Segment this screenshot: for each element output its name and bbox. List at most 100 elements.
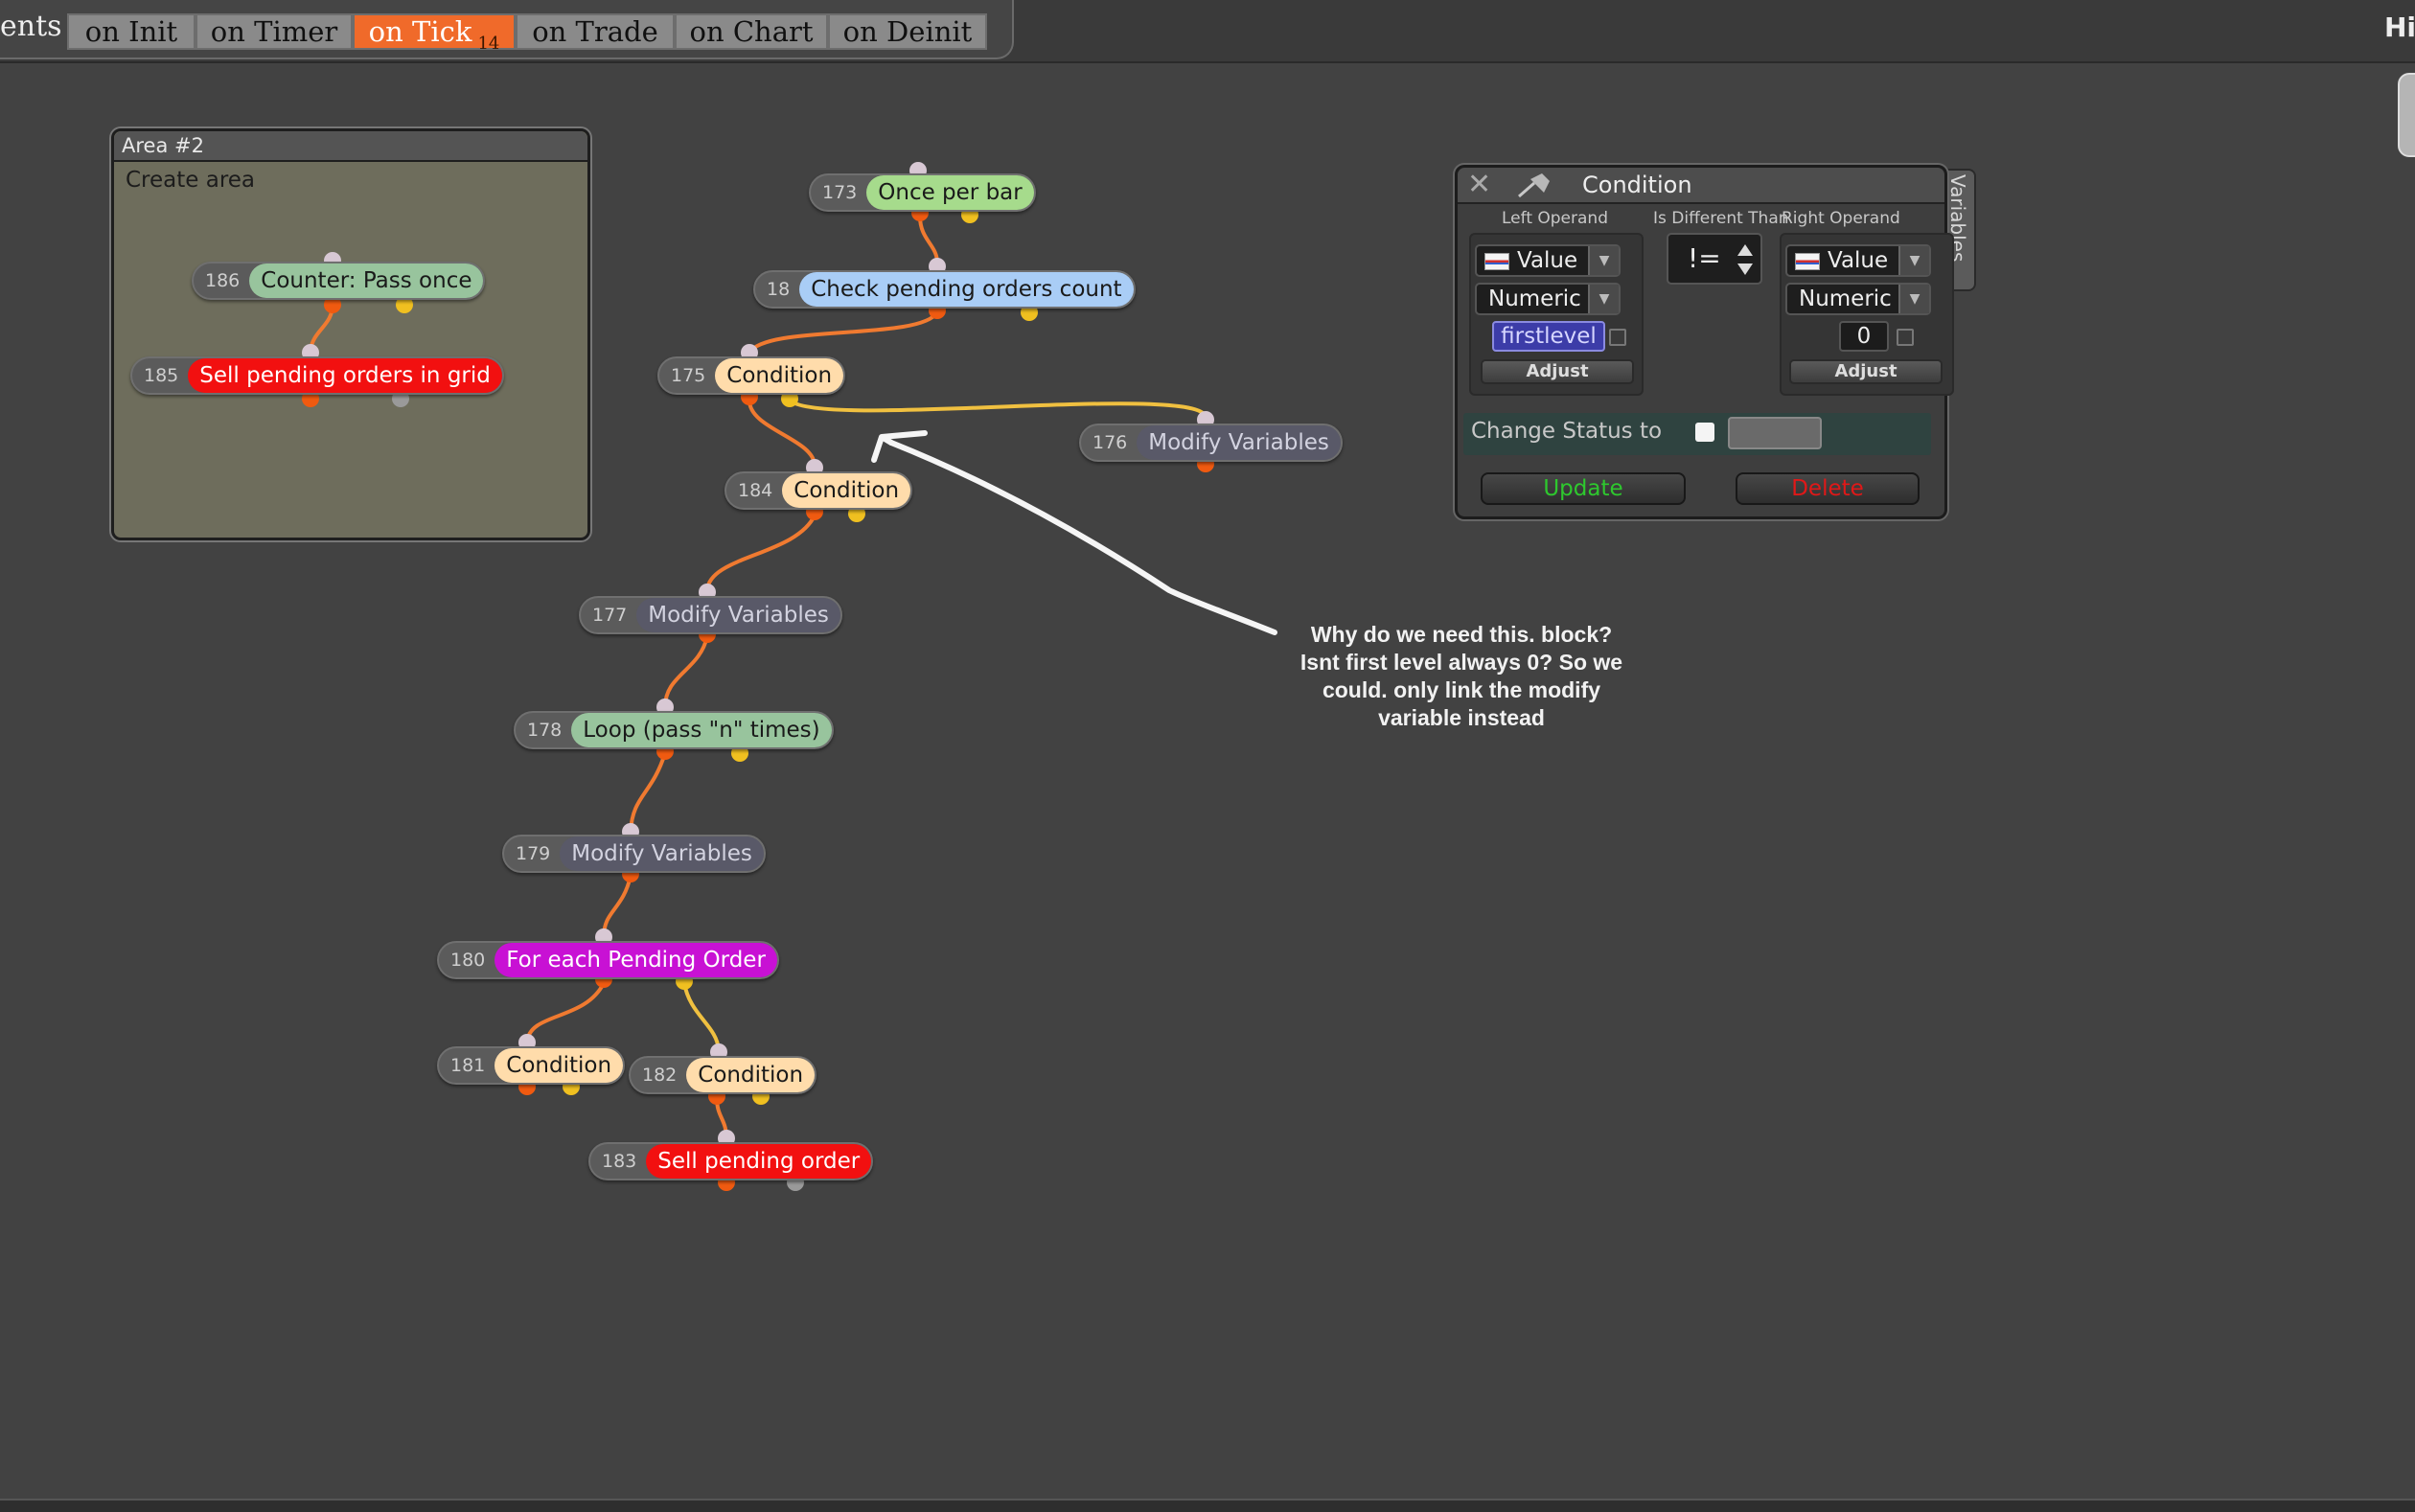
delete-button[interactable]: Delete xyxy=(1736,472,1920,505)
right-operand-group: Value ▼ Numeric ▼ 0 Adjust xyxy=(1780,233,1954,396)
right-value-field[interactable]: 0 xyxy=(1839,321,1889,352)
tab-label: on Init xyxy=(84,15,178,48)
chevron-down-icon: ▼ xyxy=(1588,246,1619,275)
right-type-value: Value xyxy=(1828,248,1889,273)
node-label: Modify Variables xyxy=(560,836,764,871)
node-condition-182[interactable]: 182 Condition xyxy=(629,1056,817,1094)
value-type-icon xyxy=(1795,253,1820,270)
node-label: Counter: Pass once xyxy=(249,263,484,298)
node-sell-pending-orders-in-grid[interactable]: 185 Sell pending orders in grid xyxy=(130,356,504,395)
left-operand-header: Left Operand xyxy=(1502,209,1608,228)
node-condition-184[interactable]: 184 Condition xyxy=(724,471,913,510)
stepper-arrows-icon[interactable] xyxy=(1736,242,1755,277)
node-id: 180 xyxy=(450,950,486,971)
node-id: 186 xyxy=(205,270,241,291)
node-label: Sell pending order xyxy=(646,1144,872,1179)
tab-on-trade[interactable]: on Trade xyxy=(516,13,675,50)
node-id: 176 xyxy=(1092,432,1128,453)
area-subtitle: Create area xyxy=(126,168,256,193)
right-subtype-select[interactable]: Numeric ▼ xyxy=(1785,283,1931,315)
left-value-field[interactable]: firstlevel xyxy=(1492,321,1605,352)
node-id: 173 xyxy=(822,182,858,203)
node-id: 177 xyxy=(592,605,628,626)
node-id: 178 xyxy=(527,720,563,741)
node-label: Condition xyxy=(782,473,911,508)
port-alt-186[interactable] xyxy=(396,296,413,313)
chevron-down-icon: ▼ xyxy=(1588,285,1619,313)
value-type-icon xyxy=(1484,253,1509,270)
chevron-down-icon: ▼ xyxy=(1898,285,1929,313)
tab-label: on Tick xyxy=(368,15,472,48)
tab-on-deinit[interactable]: on Deinit xyxy=(828,13,987,50)
close-icon[interactable]: ✕ xyxy=(1467,168,1492,201)
tab-on-timer[interactable]: on Timer xyxy=(196,13,353,50)
tab-label: on Deinit xyxy=(842,15,973,48)
left-subtype-value: Numeric xyxy=(1488,286,1581,311)
operator-header: Is Different Than xyxy=(1653,209,1789,228)
tab-tick-count-badge: 14 xyxy=(477,34,500,54)
node-for-each-pending-order[interactable]: 180 For each Pending Order xyxy=(437,941,779,979)
right-partial-label[interactable]: Hi xyxy=(2384,11,2415,43)
left-subtype-select[interactable]: Numeric ▼ xyxy=(1475,283,1621,315)
node-counter-pass-once[interactable]: 186 Counter: Pass once xyxy=(192,262,486,300)
wire-18-175 xyxy=(748,310,939,355)
change-status-label: Change Status to xyxy=(1471,419,1663,444)
operator-select[interactable]: != xyxy=(1667,233,1762,285)
node-sell-pending-order[interactable]: 183 Sell pending order xyxy=(588,1142,874,1180)
right-value-checkbox[interactable] xyxy=(1897,329,1914,346)
wire-179-180 xyxy=(602,874,632,939)
wire-180-182 xyxy=(682,981,721,1052)
node-label: Check pending orders count xyxy=(799,272,1134,307)
left-adjust-button[interactable]: Adjust xyxy=(1481,359,1634,384)
wire-173-18 xyxy=(918,215,939,264)
wire-177-178 xyxy=(663,634,709,709)
node-modify-variables-179[interactable]: 179 Modify Variables xyxy=(502,835,766,873)
node-label: For each Pending Order xyxy=(494,943,777,977)
left-type-select[interactable]: Value ▼ xyxy=(1475,244,1621,277)
node-label: Once per bar xyxy=(866,175,1034,210)
node-loop-pass-n-times[interactable]: 178 Loop (pass "n" times) xyxy=(514,711,834,749)
change-status-checkbox[interactable] xyxy=(1695,423,1714,442)
area-title[interactable]: Area #2 xyxy=(114,131,587,162)
node-label: Loop (pass "n" times) xyxy=(571,713,832,747)
update-button[interactable]: Update xyxy=(1481,472,1686,505)
port-out-186[interactable] xyxy=(324,296,341,313)
node-label: Modify Variables xyxy=(1137,425,1341,460)
panel-titlebar[interactable]: ✕ Condition xyxy=(1458,168,1944,204)
tab-on-chart[interactable]: on Chart xyxy=(675,13,828,50)
node-id: 18 xyxy=(767,279,791,300)
right-drawer-handle[interactable] xyxy=(2398,73,2415,157)
panel-title: Condition xyxy=(1582,172,1692,198)
node-id: 184 xyxy=(738,480,773,501)
node-once-per-bar[interactable]: 173 Once per bar xyxy=(809,173,1036,212)
change-status-row: Change Status to xyxy=(1463,413,1931,455)
tab-label: on Chart xyxy=(689,15,814,48)
node-label: Condition xyxy=(686,1058,816,1092)
node-condition-181[interactable]: 181 Condition xyxy=(437,1046,626,1085)
node-condition-175[interactable]: 175 Condition xyxy=(657,356,846,395)
right-subtype-value: Numeric xyxy=(1799,286,1892,311)
left-operand-group: Value ▼ Numeric ▼ firstlevel Adjust xyxy=(1469,233,1644,396)
node-modify-variables-177[interactable]: 177 Modify Variables xyxy=(579,596,842,634)
node-check-pending-orders-count[interactable]: 18 Check pending orders count xyxy=(753,270,1136,309)
node-label: Sell pending orders in grid xyxy=(188,358,502,393)
right-type-select[interactable]: Value ▼ xyxy=(1785,244,1931,277)
tab-on-init[interactable]: on Init xyxy=(67,13,196,50)
node-id: 183 xyxy=(602,1151,637,1172)
wire-175-184 xyxy=(748,399,816,468)
node-id: 185 xyxy=(144,365,179,386)
right-adjust-button[interactable]: Adjust xyxy=(1789,359,1943,384)
node-id: 179 xyxy=(516,843,551,864)
status-value-box[interactable] xyxy=(1728,417,1822,449)
chevron-down-icon: ▼ xyxy=(1898,246,1929,275)
left-value-checkbox[interactable] xyxy=(1609,329,1626,346)
tab-events-partial[interactable]: ents xyxy=(0,10,62,43)
wire-175-176 xyxy=(788,399,1208,418)
condition-panel: ✕ Condition Left Operand Is Different Th… xyxy=(1455,165,1954,519)
node-label: Condition xyxy=(715,358,844,393)
pin-icon[interactable] xyxy=(1513,172,1555,200)
area-group[interactable]: Area #2 Create area xyxy=(111,128,590,540)
node-modify-variables-176[interactable]: 176 Modify Variables xyxy=(1079,424,1343,462)
